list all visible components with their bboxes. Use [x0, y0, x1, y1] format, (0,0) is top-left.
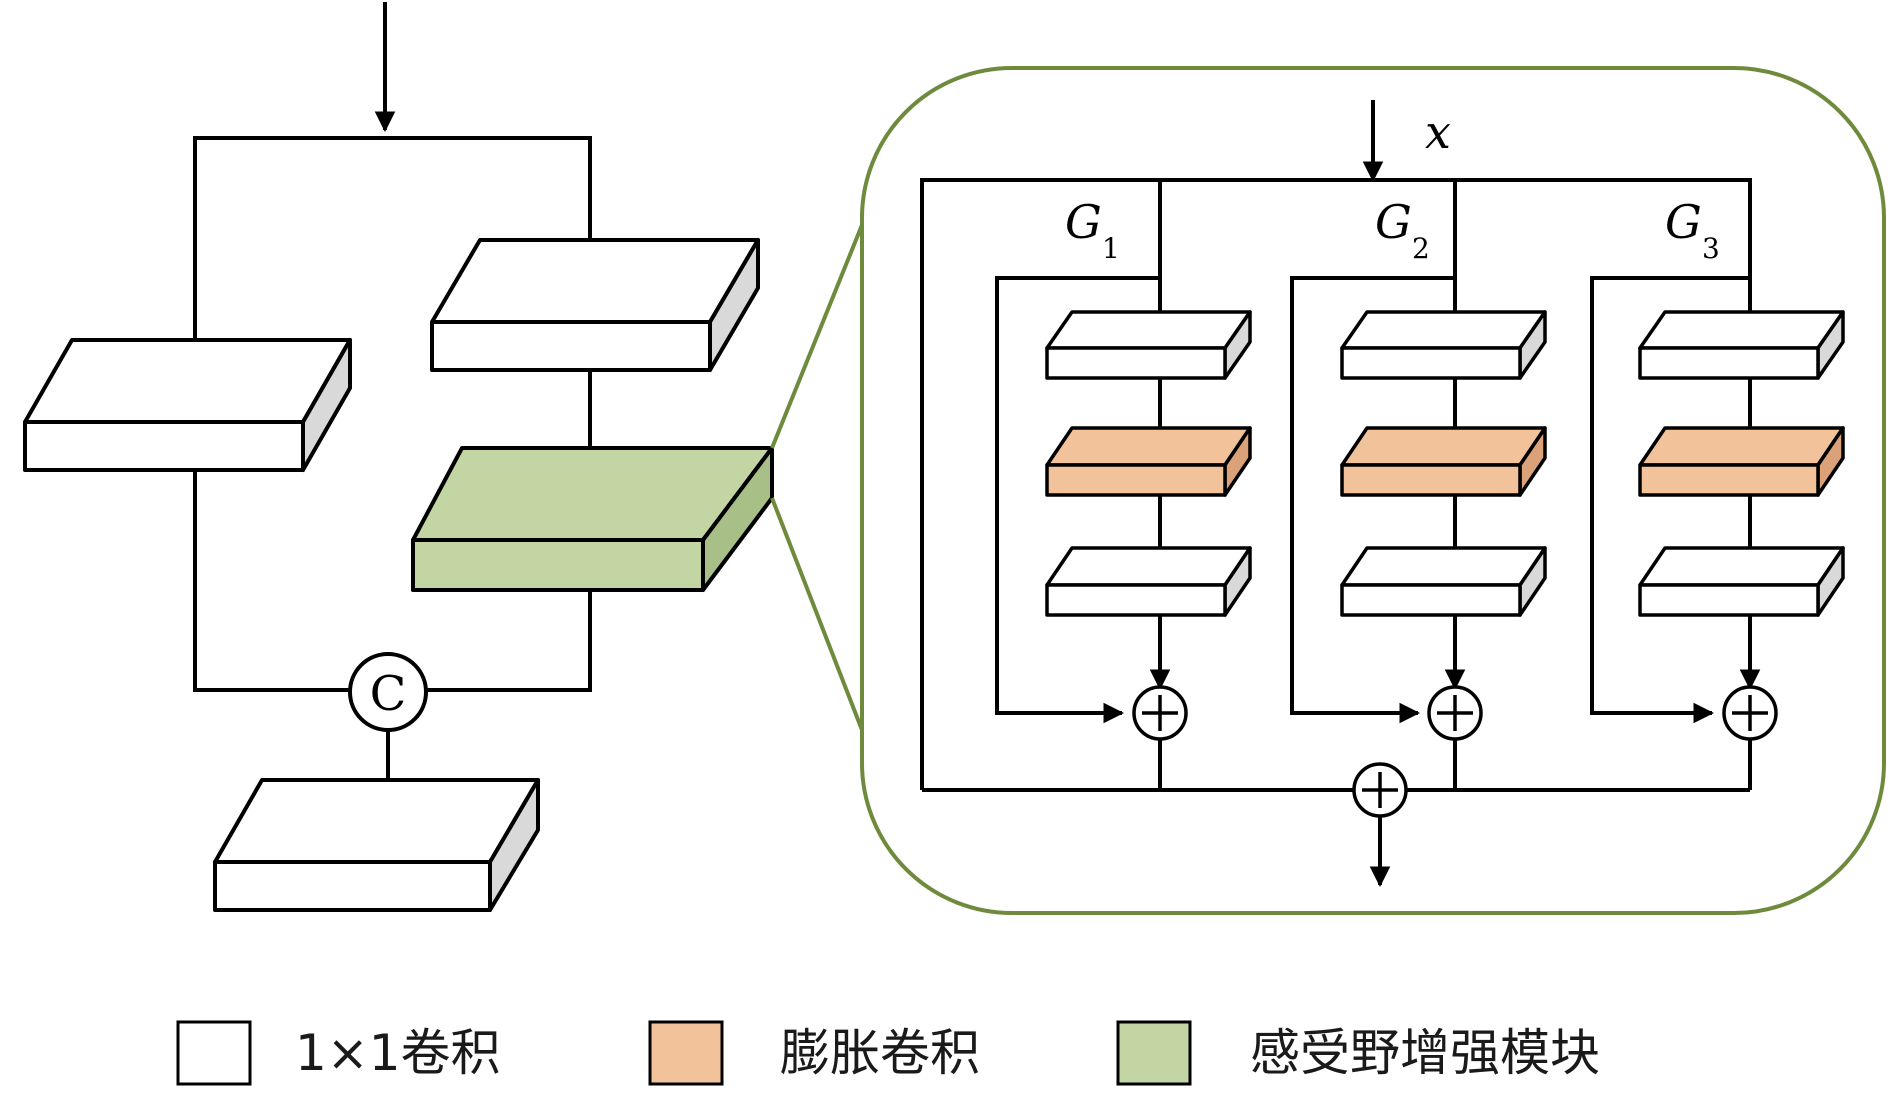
legend: 1×1卷积 膨胀卷积 感受野增强模块	[176, 1020, 1600, 1086]
svg-text:G: G	[1375, 195, 1412, 249]
group-label-1: G 1	[1065, 195, 1120, 265]
svg-text:1: 1	[1102, 232, 1120, 265]
legend-swatch-rfe	[1116, 1020, 1192, 1086]
legend-item-rfe: 感受野增强模块	[1116, 1020, 1600, 1086]
split-line	[193, 136, 592, 288]
group1-blocks	[1045, 310, 1252, 617]
add-node-g2	[1427, 685, 1483, 741]
conv1x1-block-output	[213, 778, 540, 912]
svg-text:G: G	[1665, 195, 1702, 249]
legend-item-dilated: 膨胀卷积	[648, 1020, 980, 1086]
legend-item-conv1x1: 1×1卷积	[176, 1020, 501, 1086]
right-branch-line	[425, 590, 592, 692]
svg-text:3: 3	[1702, 232, 1720, 265]
rfe-block	[411, 446, 774, 592]
legend-swatch-dilated	[648, 1020, 724, 1086]
svg-text:2: 2	[1412, 232, 1430, 265]
legend-swatch-conv1x1	[176, 1020, 252, 1086]
legend-label-conv1x1: 1×1卷积	[295, 1024, 501, 1082]
concat-symbol: C	[370, 666, 407, 722]
add-node-final	[1352, 762, 1408, 818]
add-nodes	[1132, 685, 1778, 818]
left-module	[184, 2, 601, 831]
concat-node: C	[348, 652, 428, 732]
legend-label-dilated: 膨胀卷积	[780, 1024, 980, 1082]
add-node-g3	[1722, 685, 1778, 741]
input-x-label: x	[1425, 105, 1451, 159]
group-label-3: G 3	[1665, 195, 1720, 265]
group-label-2: G 2	[1375, 195, 1430, 265]
left-branch-line	[193, 470, 350, 692]
conv1x1-block-left	[23, 338, 352, 472]
group3-blocks	[1638, 310, 1845, 617]
add-node-g1	[1132, 685, 1188, 741]
svg-text:G: G	[1065, 195, 1102, 249]
legend-label-rfe: 感受野增强模块	[1250, 1024, 1600, 1082]
rfe-detail-frame	[860, 66, 1886, 915]
conv1x1-block-top	[430, 238, 760, 372]
group2-blocks	[1340, 310, 1547, 617]
zoom-connector	[770, 224, 864, 731]
